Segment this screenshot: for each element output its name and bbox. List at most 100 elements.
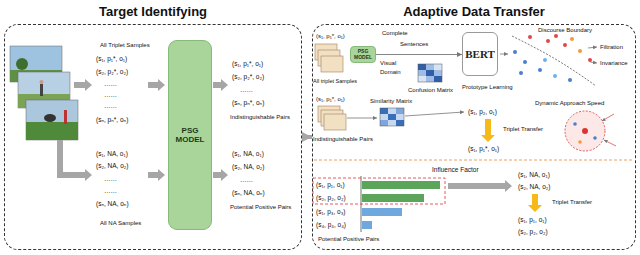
label-text: (sₙ, NA, oₙ) xyxy=(96,200,129,208)
matrix-cell xyxy=(418,70,426,76)
matrix-cell xyxy=(434,76,442,82)
embedding-dot xyxy=(578,140,582,144)
label-text: Complete xyxy=(382,30,408,37)
label-text: (s₁, p₁, o₁) xyxy=(316,181,345,189)
transfer-arrow xyxy=(528,194,542,212)
flow-line xyxy=(347,118,377,119)
matrix-cell xyxy=(434,64,442,70)
embedding-dot xyxy=(573,122,577,126)
embedding-dot xyxy=(523,60,527,64)
label-text: (s₁, NA, o₁) xyxy=(232,150,264,158)
label-text: All NA Samples xyxy=(100,220,141,227)
matrix-cell xyxy=(388,114,396,120)
label-text: (s₄, p₄, o₄) xyxy=(316,221,346,229)
influence-bar xyxy=(362,208,402,216)
matrix-frame xyxy=(418,64,442,82)
node-label: PSG MODEL xyxy=(354,49,372,60)
influence-bar xyxy=(362,221,372,229)
panel-title: Adaptive Data Transfer xyxy=(313,4,635,19)
sample-card xyxy=(324,114,346,130)
matrix-cell xyxy=(434,70,442,76)
flow-arrow xyxy=(148,169,165,181)
label-text: (s₁, p₁*, o₁) xyxy=(232,60,263,68)
prototype-center xyxy=(582,128,588,134)
label-text: Filtration xyxy=(600,44,623,51)
flow-line xyxy=(588,47,597,48)
flow-line xyxy=(405,112,464,116)
matrix-cell xyxy=(380,120,388,126)
stage-panel: Target IdentifyingPSG MODEL xyxy=(4,24,302,250)
label-text: Confusion Matrix xyxy=(408,87,453,94)
matrix-cell xyxy=(426,64,434,70)
matrix-cell xyxy=(396,108,404,114)
photo-ground xyxy=(26,122,78,140)
label-text: (s₁, p₁*, o₁) xyxy=(96,55,127,63)
label-text: Domain xyxy=(380,69,401,76)
matrix-cell xyxy=(418,64,426,70)
matrix-cell xyxy=(380,114,388,120)
panel-title: Target Identifying xyxy=(5,4,301,19)
label-text: Potential Positive Pairs xyxy=(230,204,291,211)
embedding-dot xyxy=(570,37,574,41)
embedding-dot xyxy=(553,74,557,78)
label-text: …… xyxy=(104,102,117,110)
encoder-box: BERT xyxy=(462,32,498,76)
photo xyxy=(26,100,78,140)
model-box: PSG MODEL xyxy=(168,40,212,230)
label-text: (s₂, p₂*, o₂) xyxy=(96,68,128,76)
speed-arrow xyxy=(604,140,616,146)
selection-box xyxy=(313,178,445,204)
separator-line xyxy=(314,160,634,161)
label-text: Similarity Matrix xyxy=(370,98,412,105)
transfer-arrow xyxy=(481,119,495,142)
label-text: Prototype Learning xyxy=(462,84,513,91)
embedding-dot xyxy=(588,58,592,62)
decision-boundary xyxy=(512,36,596,86)
influence-bar xyxy=(362,194,424,202)
label-text: (s₂, NA, o₂) xyxy=(96,162,129,170)
label-text: (s₁, NA, o₁) xyxy=(518,171,550,179)
connector xyxy=(302,135,312,139)
embedding-dot xyxy=(528,35,532,39)
embedding-dot xyxy=(568,78,572,82)
photo-tree xyxy=(16,58,28,70)
label-text: (s₁, p₁, o₁) xyxy=(518,216,547,224)
embedding-dot xyxy=(538,68,542,72)
embedding-dot xyxy=(563,43,567,47)
matrix-cell xyxy=(388,108,396,114)
label-text: Indistinguishable Pairs xyxy=(230,114,290,121)
label-text: Dynamic Approach Speed xyxy=(535,100,604,107)
flow-arrow xyxy=(448,180,512,192)
prototype-region xyxy=(565,111,605,151)
label-text: …… xyxy=(104,91,117,99)
matrix-cell xyxy=(380,108,388,114)
label-text: All triplet Samples xyxy=(313,78,357,85)
embedding-dot xyxy=(593,136,597,140)
model-box: PSG MODEL xyxy=(350,46,376,63)
matrix-cell xyxy=(418,76,426,82)
label-text: (s₁, p₁*, o₁) xyxy=(316,33,345,40)
label-text: Indistinguishable Pairs xyxy=(313,136,373,143)
label-text: (s₁, p₂, o₁) xyxy=(468,108,497,116)
matrix-cell xyxy=(426,76,434,82)
label-text: (sₙ, pₙ*, oₙ) xyxy=(232,99,264,107)
influence-bar xyxy=(362,181,440,189)
photo-bird xyxy=(44,114,56,122)
flow-arrow xyxy=(213,169,228,181)
embedding-dot xyxy=(578,49,582,53)
flow-line xyxy=(500,54,508,55)
label-text: Visual xyxy=(380,60,396,67)
matrix-frame xyxy=(380,108,404,126)
photo-person xyxy=(40,84,43,96)
connector xyxy=(376,54,462,55)
label-text: …… xyxy=(104,80,117,88)
label-text: (s₁, NA, o₁) xyxy=(96,150,128,158)
label-text: Invariance xyxy=(600,60,628,67)
label-text: (s₂, p₂*, o₂) xyxy=(232,73,264,81)
label-text: (s₂, NA, o₂) xyxy=(232,163,265,171)
label-text: (s₂, NA, o₂) xyxy=(518,183,551,191)
label-text: (s₂, p₂, o₂) xyxy=(518,228,548,236)
label-text: (sₙ, NA, oₙ) xyxy=(232,189,265,197)
flow-arrow xyxy=(57,140,92,181)
label-text: …… xyxy=(104,175,117,183)
